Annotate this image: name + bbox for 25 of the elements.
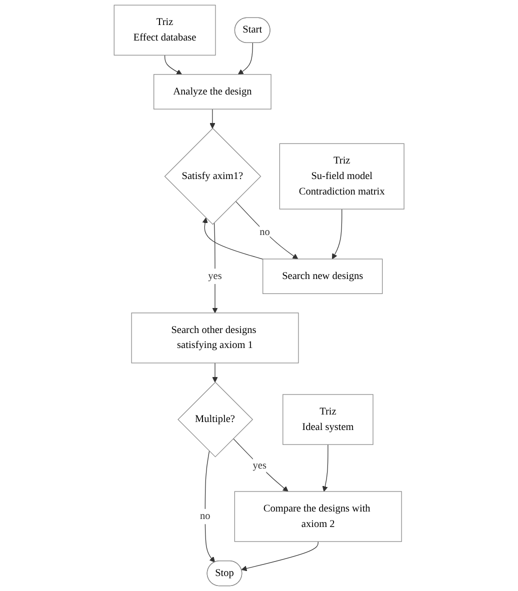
arrow [235,200,298,260]
arrow [210,108,216,129]
arrow [238,42,253,75]
arrow [212,362,218,382]
arrow [212,222,218,314]
edge-label: yes [208,270,222,282]
edge-label: no [200,510,210,522]
node-box [131,312,299,364]
node-box [282,394,374,445]
edge-label: no [259,226,270,238]
node-diamond [164,128,262,225]
node-box [114,4,216,56]
node-box [153,74,272,110]
arrow [241,541,318,572]
edge-label: yes [252,460,266,472]
arrow [332,208,342,260]
arrow [164,54,182,75]
arrow [322,444,328,492]
arrow [232,438,288,492]
node-diamond [177,382,253,458]
node-box [234,491,402,542]
arrow [202,218,264,260]
arrow [204,450,215,562]
node-box [262,258,383,294]
node-box [279,143,404,210]
